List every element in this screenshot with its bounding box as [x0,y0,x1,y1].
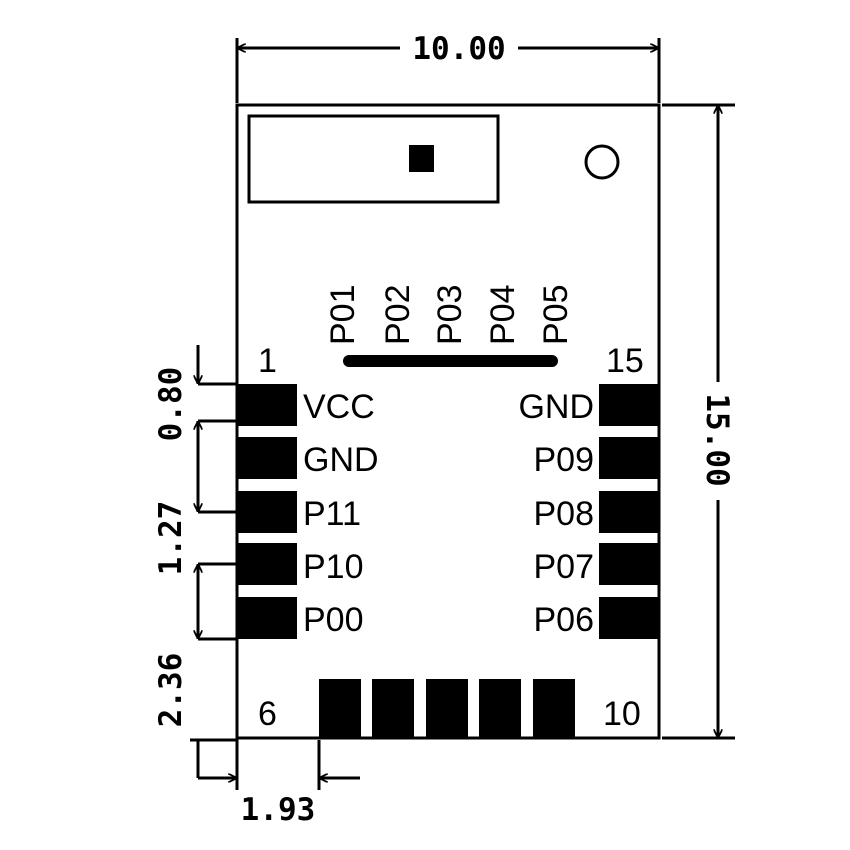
pad-left-2 [238,437,297,479]
dimension-pitch: 1.27 [153,501,189,576]
pad-right-1 [599,384,658,426]
pin-number-6: 6 [258,695,277,733]
pin-number-1: 1 [258,342,277,380]
orientation-mark [584,144,620,180]
pad-bottom-3 [426,679,468,738]
pad-left-5 [238,597,297,639]
pad-right-2 [599,437,658,479]
pin-label-p03: P03 [431,285,469,346]
right-pads [599,384,658,639]
pin-label-p10: P10 [303,548,364,586]
left-pads [238,384,297,639]
pin-label-p00: P00 [303,601,364,639]
pin-label-gnd-left: GND [303,441,379,479]
bottom-pin-labels: P01 P02 P03 P04 P05 [324,285,575,346]
antenna-feed-pad [409,145,434,172]
height-dimension: 15.00 [699,393,735,486]
pad-right-4 [599,543,658,585]
pad-bottom-4 [479,679,521,738]
pad-left-3 [238,491,297,533]
pin-label-p02: P02 [379,285,417,346]
right-pin-labels: GND P09 P08 P07 P06 [518,388,594,639]
pad-right-3 [599,491,658,533]
pin-number-10: 10 [603,695,641,733]
pin-label-p07: P07 [534,548,595,586]
pin-label-gnd-right: GND [518,388,594,426]
dimension-edge-to-pin1: 0.80 [153,367,189,442]
width-dimension: 10.00 [412,31,505,67]
pin-label-p04: P04 [484,285,522,346]
pin-label-p08: P08 [534,495,595,533]
dimension-bottom-to-pad: 2.36 [153,653,189,728]
pad-left-1 [238,384,297,426]
pin-label-p11: P11 [303,495,361,533]
pad-bottom-2 [372,679,414,738]
antenna-area [247,114,500,204]
pad-right-5 [599,597,658,639]
dimension-side-to-bottom-pad: 1.93 [241,792,316,828]
pin-label-vcc: VCC [303,388,375,426]
pad-left-4 [238,543,297,585]
left-pin-labels: VCC GND P11 P10 P00 [303,388,379,639]
pin-label-p06: P06 [534,601,595,639]
pad-bottom-1 [319,679,361,738]
pin-label-p09: P09 [534,441,595,479]
pad-bottom-5 [533,679,575,738]
bottom-pads [319,679,575,738]
pin-number-15: 15 [606,342,644,380]
label-bar [343,355,558,367]
pin-label-p01: P01 [324,285,362,346]
pin-label-p05: P05 [537,285,575,346]
module-outline [235,103,661,740]
